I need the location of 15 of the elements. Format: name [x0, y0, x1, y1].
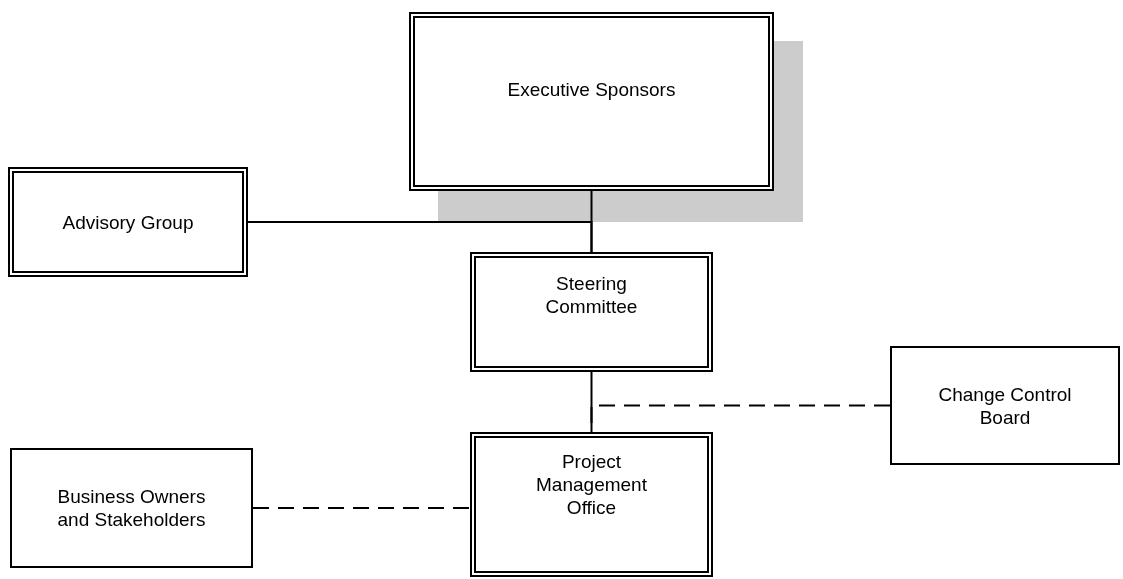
dashed-connector	[252, 507, 471, 509]
double-border-box	[470, 252, 713, 372]
box-label: Change Control Board	[937, 382, 1073, 429]
box-label: Steering Committee	[544, 272, 639, 318]
double-border-box	[8, 167, 248, 277]
box-label: Business Owners and Stakeholders	[56, 485, 207, 531]
box-label: Advisory Group	[62, 210, 194, 234]
connector-line	[590, 371, 593, 433]
connector-line	[247, 221, 593, 253]
box	[890, 346, 1120, 465]
box-label: Project Management Office	[535, 450, 648, 519]
double-border-box	[409, 12, 774, 191]
box-label: Executive Sponsors	[507, 78, 676, 101]
box	[10, 448, 253, 568]
double-border-box	[470, 432, 713, 577]
